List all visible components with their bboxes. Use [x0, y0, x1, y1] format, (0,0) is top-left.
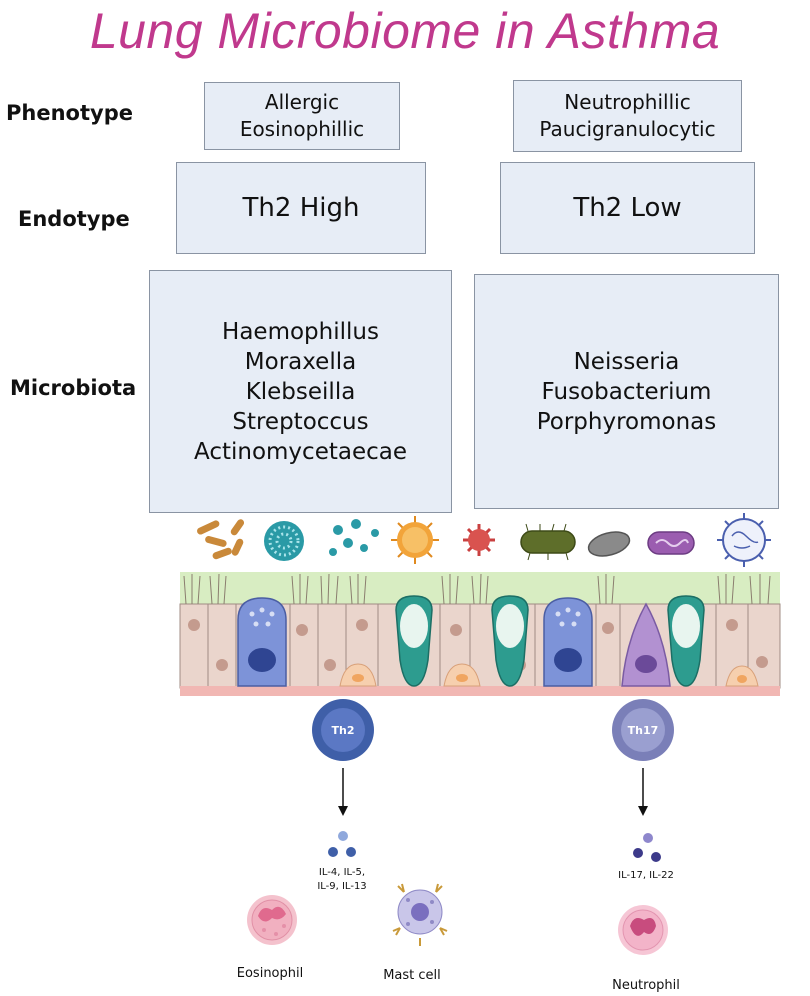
th2-label: Th2 [332, 724, 355, 737]
mast-cell-icon [392, 883, 448, 946]
th2-cytokine-dots [328, 831, 356, 857]
th17-cell-icon [612, 699, 674, 761]
th2-arrow-head [338, 806, 348, 816]
sun-virus-icon [391, 516, 439, 564]
endotype-left-label: Th2 High [242, 193, 360, 223]
microbe-right-3: Porphyromonas [536, 408, 717, 435]
microbiota-box-left: Haemophillus Moraxella Klebseilla Strept… [149, 270, 452, 513]
microbe-right-2: Fusobacterium [541, 378, 712, 405]
row-label-endotype: Endotype [18, 207, 130, 231]
microbe-right-1: Neisseria [573, 348, 680, 375]
th17-cytokine-dots [633, 833, 661, 862]
phenotype-left-line-1: Allergic [264, 90, 340, 114]
microbe-left-1: Haemophillus [222, 318, 379, 345]
spiky-virus-icon [463, 524, 495, 556]
enveloped-virus-icon [717, 513, 771, 567]
th17-label: Th17 [628, 724, 659, 737]
th17-arrow-head [638, 806, 648, 816]
row-label-phenotype: Phenotype [6, 101, 133, 125]
th2-cytokines-line-1: IL-4, IL-5, [319, 867, 365, 878]
phenotype-box-left: Allergic Eosinophillic [204, 82, 400, 150]
endotype-right-label: Th2 Low [573, 193, 682, 223]
mast-cell-label: Mast cell [383, 968, 441, 983]
rod-bacterium-icon [520, 523, 576, 561]
club-cell-left [237, 597, 287, 687]
coronavirus-icon [264, 521, 304, 561]
microbe-left-4: Streptoccus [232, 408, 369, 435]
phenotype-left-line-2: Eosinophillic [239, 117, 365, 141]
microbe-left-3: Klebseilla [245, 378, 356, 405]
small-virus-cluster-icon [329, 519, 379, 556]
goblet-cell-3 [667, 595, 705, 687]
th17-cytokines-line-1: IL-17, IL-22 [618, 870, 674, 881]
row-label-microbiota: Microbiota [10, 376, 137, 400]
phenotype-right-line-1: Neutrophillic [564, 90, 691, 114]
bacilli-icon [197, 519, 245, 560]
phenotype-box-right: Neutrophillic Paucigranulocytic [513, 80, 742, 152]
oval-bacterium-icon [587, 531, 631, 557]
endotype-box-right: Th2 Low [500, 162, 755, 254]
phenotype-right-line-2: Paucigranulocytic [539, 117, 716, 141]
eosinophil-label: Eosinophil [237, 966, 303, 981]
club-cell-right [543, 597, 593, 687]
th2-cell-icon [312, 699, 374, 761]
th2-cytokines-line-2: IL-9, IL-13 [317, 881, 366, 892]
goblet-cell-2 [491, 595, 529, 687]
microbe-left-2: Moraxella [244, 348, 357, 375]
goblet-cell-1 [395, 595, 433, 687]
neutrophil-icon [618, 905, 668, 955]
microbe-left-5: Actinomycetaecae [194, 438, 407, 465]
endotype-box-left: Th2 High [176, 162, 426, 254]
eosinophil-icon [247, 895, 297, 945]
capsule-bacterium-icon [647, 531, 695, 555]
neutrophil-label: Neutrophil [612, 978, 680, 993]
microbiota-box-right: Neisseria Fusobacterium Porphyromonas [474, 274, 779, 509]
brush-cell [621, 602, 671, 687]
page-title: Lung Microbiome in Asthma [89, 3, 721, 59]
airway-epithelium [179, 572, 781, 696]
